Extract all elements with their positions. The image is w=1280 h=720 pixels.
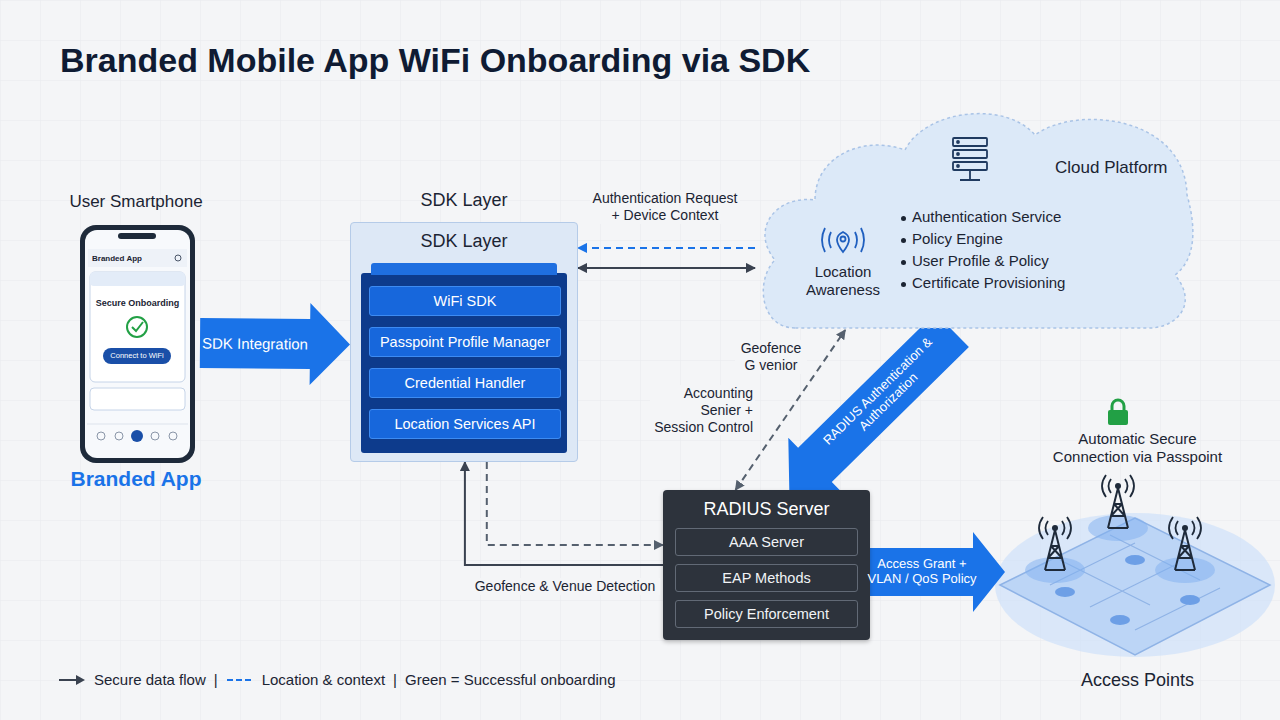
- node-text: Location Services API: [370, 410, 560, 438]
- node-text: Credential Handler: [370, 369, 560, 397]
- legend-separator: |: [214, 671, 218, 689]
- edge-label: Geofence & Venue Detection: [470, 578, 660, 595]
- legend-text: Location & context: [262, 671, 385, 689]
- sdk-module-box: WiFi SDK: [369, 286, 561, 316]
- legend-text: Secure data flow: [94, 671, 206, 689]
- bullet-dot: [901, 216, 906, 221]
- node-text: Location Awareness: [793, 263, 893, 299]
- edge-label: Accounting Senier + Session Control: [650, 385, 755, 435]
- dashed-connector: [578, 247, 755, 249]
- node-text: User Profile & Policy: [912, 252, 1049, 270]
- edge-label: Authentication Request + Device Context: [590, 190, 740, 224]
- location-icon: [822, 228, 864, 252]
- phone-node: User SmartphoneBranded App: [72, 190, 200, 490]
- solid-connector: [578, 267, 755, 269]
- server-icon: [953, 138, 987, 180]
- node-text: AAA Server: [676, 529, 857, 555]
- bullet-dot: [901, 238, 906, 243]
- bullet-dot: [901, 260, 906, 265]
- annotation-label: Connect to WiFi: [103, 351, 171, 360]
- legend: Secure data flow | Location & context | Gree…: [58, 671, 616, 689]
- sdk-panel-tab: [371, 263, 557, 275]
- legend-arrow-head: [76, 675, 85, 685]
- arrow-label: SDK Integration: [190, 334, 320, 352]
- access-point-illustration: [995, 400, 1275, 657]
- annotation-label: Branded App: [92, 254, 142, 264]
- node-text: SDK Layer: [351, 231, 577, 253]
- node-text: Automatic Secure Connection via Passpoin…: [1040, 430, 1235, 466]
- legend-separator: |: [393, 671, 397, 689]
- legend-dash-line: [227, 679, 253, 681]
- radius-server-box: RADIUS ServerAAA ServerEAP MethodsPolicy…: [663, 490, 870, 640]
- node-text: SDK Layer: [351, 190, 577, 212]
- node-text: RADIUS Server: [663, 499, 870, 521]
- phone-illustration: [80, 225, 195, 463]
- node-text: Policy Enforcement: [676, 601, 857, 627]
- node-text: Passpoint Profile Manager: [370, 328, 560, 356]
- legend-dash-sample: [226, 674, 254, 686]
- access-points-area: Automatic Secure Connection via Passpoin…: [1005, 395, 1270, 700]
- sdk-module-box: Location Services API: [369, 409, 561, 439]
- annotation-label: Geofence G venior: [735, 340, 807, 374]
- diagram-title: Branded Mobile App WiFi Onboarding via S…: [60, 40, 810, 81]
- radius-module-box: Policy Enforcement: [675, 600, 858, 628]
- node-text: Access Points: [1005, 670, 1270, 692]
- sdk-module-box: Credential Handler: [369, 368, 561, 398]
- node-text: User Smartphone: [52, 192, 220, 212]
- node-text: EAP Methods: [676, 565, 857, 591]
- dashed-connector: [487, 462, 663, 545]
- node-text: Policy Engine: [912, 230, 1003, 248]
- solid-connector: [465, 462, 663, 565]
- legend-arrow-line: [59, 679, 78, 681]
- sdk-module-box: Passpoint Profile Manager: [369, 327, 561, 357]
- node-text: Cloud Platform: [1055, 158, 1167, 178]
- annotation-label: Secure Onboarding: [90, 298, 185, 309]
- radius-module-box: EAP Methods: [675, 564, 858, 592]
- node-text: Branded App: [52, 466, 220, 491]
- radius-module-box: AAA Server: [675, 528, 858, 556]
- cloud-shape: [763, 114, 1193, 329]
- sdk-layer-box: SDK LayerSDK LayerWiFi SDKPasspoint Prof…: [350, 222, 578, 462]
- node-text: Authentication Service: [912, 208, 1061, 226]
- node-text: WiFi SDK: [370, 287, 560, 315]
- cloud-platform: Cloud PlatformLocation Awareness Authenti…: [755, 100, 1195, 330]
- legend-text: Green = Successful onboarding: [405, 671, 616, 689]
- arrow-label: Access Grant + VLAN / QoS Policy: [865, 557, 977, 587]
- bullet-dot: [901, 282, 906, 287]
- block-arrow: [788, 313, 969, 492]
- node-text: Certificate Provisioning: [912, 274, 1065, 292]
- legend-arrow-sample: [58, 674, 86, 686]
